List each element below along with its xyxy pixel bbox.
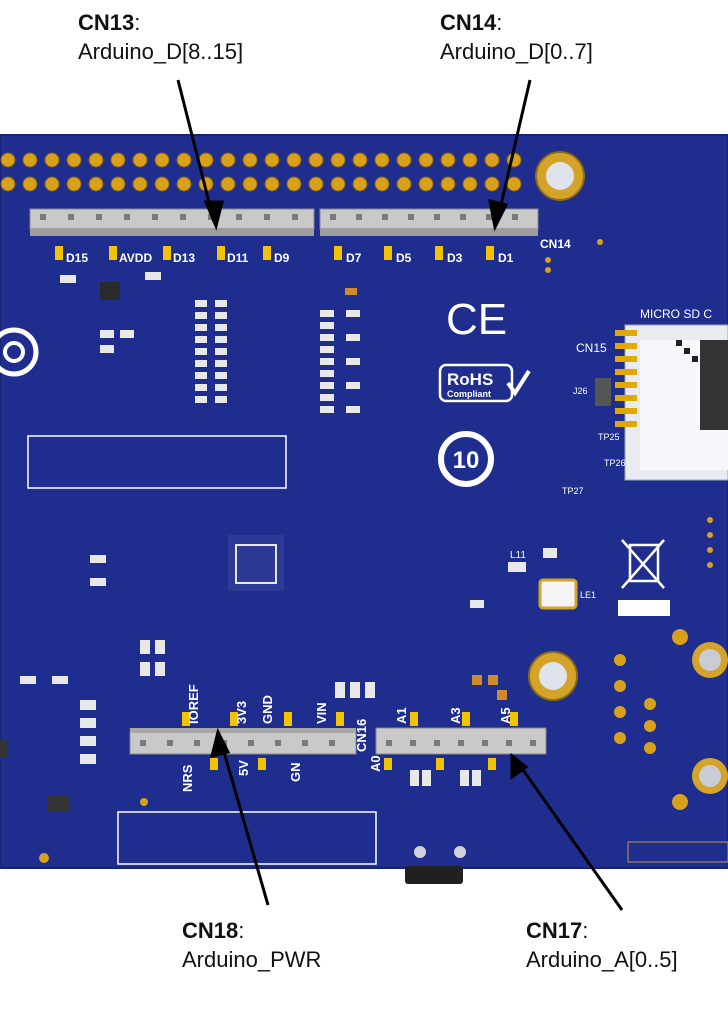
cn14-pin-label: D7 [346,251,362,265]
cn18-header [129,712,357,770]
mounting-hole [528,651,578,701]
cn17-header [375,712,547,770]
cn13-pin-label: D11 [227,251,249,265]
cn13-title: CN13 [78,10,135,35]
cn13-header [29,208,315,260]
cn17-title: CN17 [526,918,583,943]
smd-components [20,272,611,786]
cn14-pin-label: D3 [447,251,463,265]
cn14-title: CN14 [440,10,497,35]
ref-label: TP26 [604,458,626,468]
ref-label: TP27 [562,486,584,496]
pcb-board [0,135,728,868]
cn18-pin-label: IOREF [186,684,201,724]
cn18-desc: Arduino_PWR [182,947,322,972]
callout-arrows [176,79,624,911]
cn14-desc: Arduino_D[0..7] [440,39,593,64]
ref-label: J26 [573,386,588,396]
cn17-pin-label: A5 [498,707,513,724]
callout-cn13: CN13: Arduino_D[8..15] [78,8,243,66]
silkscreen-box [27,435,287,489]
cn13-pin-label: AVDD [119,251,152,265]
svg-text:Compliant: Compliant [447,389,491,399]
header-pin-holes [0,152,522,192]
svg-text:10: 10 [453,447,480,474]
cn14-pin-label: D5 [396,251,412,265]
cn14-header [319,208,539,260]
cn18-pin-label: GN [288,763,303,783]
cn13-desc: Arduino_D[8..15] [78,39,244,64]
ce-mark: CE [446,295,507,344]
cn14-tag: CN14 [540,237,571,251]
cn17-pin-label: A1 [394,707,409,724]
callout-cn17: CN17: Arduino_A[0..5] [526,916,678,974]
cn16-tag: CN16 [354,719,369,752]
cn15-tag: CN15 [576,341,607,355]
cn18-pin-label: 5V [236,760,251,776]
callout-cn14: CN14: Arduino_D[0..7] [440,8,593,66]
cn18-title: CN18 [182,918,239,943]
mounting-hole [672,629,728,810]
recycle-10-icon: 10 [438,431,494,487]
weee-bin-icon [621,539,665,589]
cn18-pin-label: 3V3 [234,701,249,724]
cn18-pin-label: VIN [314,702,329,724]
svg-text:RoHS: RoHS [447,370,493,389]
logo-mark-partial [0,327,39,377]
cn17-pin-label: A3 [448,707,463,724]
cn14-pin-label: D1 [498,251,514,265]
cn17-pin-label: A0 [368,755,383,772]
silkscreen-box [117,811,377,865]
callout-separator: : [582,918,589,943]
sd-label: MICRO SD C [640,307,712,321]
ic-chip [0,535,284,811]
cn13-pin-label: D9 [274,251,290,265]
mounting-hole [535,151,585,201]
callout-separator: : [238,918,245,943]
callout-separator: : [496,10,503,35]
ref-label: L11 [510,550,526,561]
cn17-desc: Arduino_A[0..5] [526,947,678,972]
callout-cn18: CN18: Arduino_PWR [182,916,321,974]
ref-label: TP25 [598,432,620,442]
cn13-pin-label: D15 [66,251,88,265]
callout-separator: : [134,10,141,35]
cn18-pin-label: NRS [180,764,195,792]
micro-sd-slot [615,324,728,481]
ref-label: LE1 [580,590,596,600]
cn13-pin-label: D13 [173,251,195,265]
rohs-badge: RoHS Compliant [438,363,531,403]
silkscreen-box [618,600,670,616]
cn18-pin-label: GND [260,695,275,724]
